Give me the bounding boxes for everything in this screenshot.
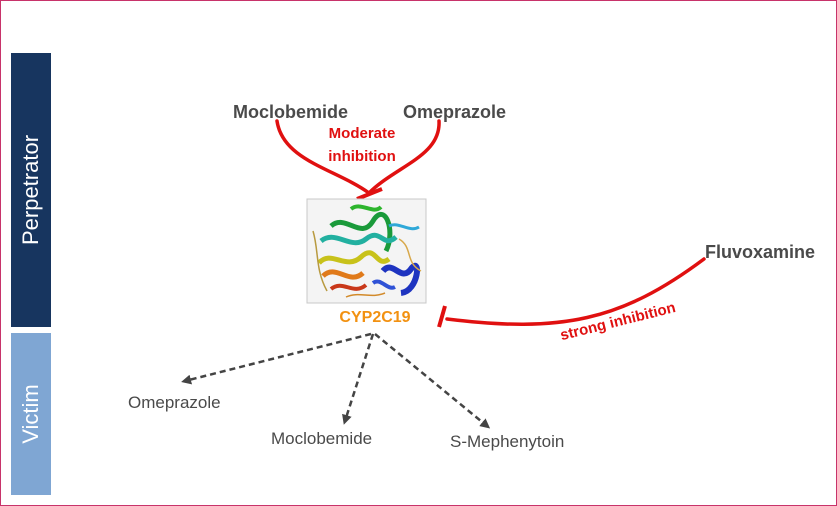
perpetrator-bar: Perpetrator (11, 53, 51, 327)
victim-arrow-omeprazole (181, 332, 372, 385)
victim-s-mephenytoin: S-Mephenytoin (450, 432, 564, 451)
moderate-inhibition-label-line2: inhibition (328, 148, 395, 165)
cyp2c19-protein-structure (306, 198, 427, 304)
victim-moclobemide: Moclobemide (271, 429, 372, 448)
victim-bar: Victim (11, 333, 51, 495)
perpetrator-fluvoxamine: Fluvoxamine (705, 242, 815, 262)
victim-arrow-s-mephenytoin (374, 333, 491, 429)
moderate-inhibition-arrow-right (367, 119, 441, 195)
victim-omeprazole: Omeprazole (128, 393, 221, 412)
strong-inhibition-bar (437, 305, 447, 328)
moderate-inhibition-bar (356, 187, 383, 201)
enzyme-label: CYP2C19 (339, 309, 410, 326)
moderate-inhibition-label-line1: Moderate (329, 125, 396, 142)
perpetrator-moclobemide: Moclobemide (233, 102, 348, 122)
strong-inhibition-arrow (445, 257, 706, 327)
moderate-inhibition-arrow-left (275, 119, 371, 195)
strong-inhibition-label: strong inhibition (558, 299, 677, 344)
victim-arrow-moclobemide (342, 333, 375, 425)
perpetrator-omeprazole: Omeprazole (403, 102, 506, 122)
